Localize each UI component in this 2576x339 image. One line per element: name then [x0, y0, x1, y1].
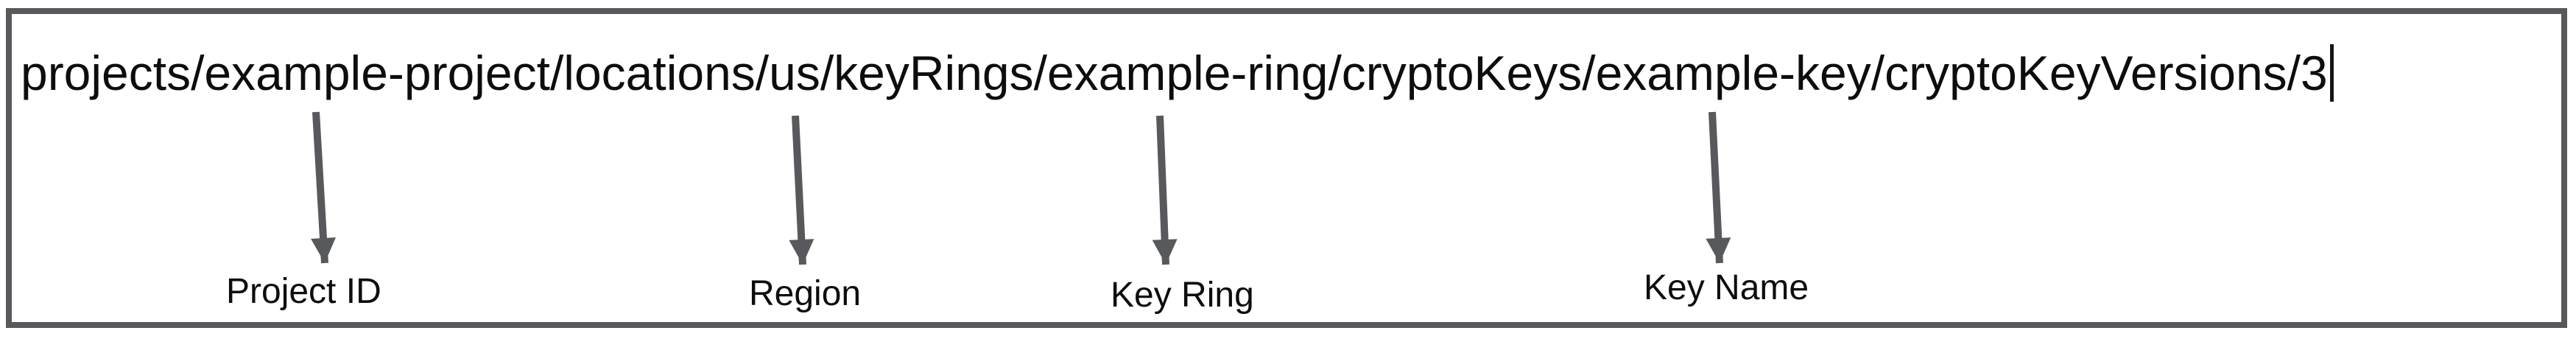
region-label: Region: [749, 274, 862, 313]
resource-path-field[interactable]: [6, 8, 2567, 328]
key-ring-label: Key Ring: [1111, 276, 1254, 315]
resource-path-text[interactable]: projects/example-project/locations/us/ke…: [21, 44, 2334, 102]
resource-path-value: projects/example-project/locations/us/ke…: [21, 46, 2328, 100]
text-caret-icon: [2329, 44, 2334, 102]
key-name-label: Key Name: [1644, 268, 1809, 307]
project-id-label: Project ID: [226, 272, 381, 311]
